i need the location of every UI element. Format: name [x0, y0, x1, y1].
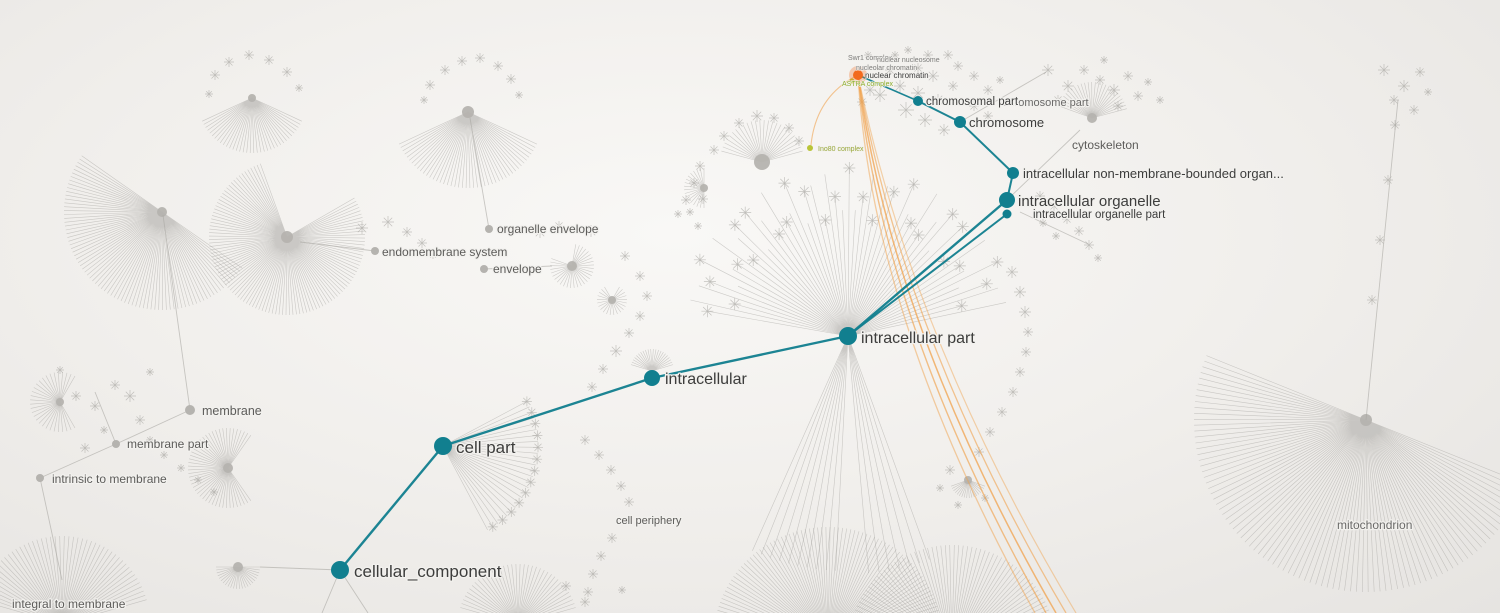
term-label: cytoskeleton [1072, 138, 1139, 152]
gray-fan-cluster [854, 544, 1050, 613]
node-label-chromosomal_part: chromosomal part [926, 96, 1019, 108]
term-label: Ino80 complex [818, 146, 864, 153]
gray-fan-cluster [202, 97, 302, 154]
gray-cluster-node [700, 184, 708, 192]
highlighted-path-edge [917, 100, 961, 123]
gray-fan-cluster [460, 563, 576, 613]
highlighted-path-edge [442, 376, 653, 448]
term-label: ASTRA complex [842, 81, 893, 88]
graph-node-intracellular_organelle_part[interactable] [1002, 209, 1012, 219]
gray-fan-cluster [398, 111, 538, 189]
lime-highlight-node[interactable] [807, 145, 813, 151]
highlighted-path-edge [847, 213, 1008, 337]
term-label: chromosome part [1003, 97, 1089, 109]
term-label: nuclear nucleosome [877, 57, 940, 64]
orange-association-edge [857, 74, 1036, 613]
gray-term-node[interactable] [36, 474, 44, 482]
gray-fan-cluster [30, 371, 76, 433]
node-label-cellular_component: cellular_component [354, 562, 502, 581]
highlighted-path-edge [857, 74, 919, 102]
gray-fan-cluster [208, 163, 366, 316]
gray-term-node[interactable] [185, 405, 195, 415]
gray-fan-cluster [847, 335, 930, 574]
gray-term-node[interactable] [480, 265, 488, 273]
graph-node-non_membrane[interactable] [1007, 167, 1019, 179]
graph-node-chromosomal_part[interactable] [913, 96, 923, 106]
gray-cluster-node [281, 231, 293, 243]
asterisk-term-glyphs [56, 46, 1432, 607]
gray-cluster-node [754, 154, 770, 170]
gray-cluster-node [1087, 113, 1097, 123]
gray-cluster-node [157, 207, 167, 217]
term-label: endomembrane system [382, 245, 507, 259]
gray-fan-cluster [752, 335, 849, 571]
gray-fan-cluster [1058, 81, 1127, 119]
orange-association-edge [857, 74, 1057, 613]
gray-fan-cluster [216, 566, 260, 589]
gray-cluster-node [248, 94, 256, 102]
gray-edges [39, 71, 1399, 613]
gray-cluster-node [233, 562, 243, 572]
highlighted-path-edge [847, 199, 1008, 337]
gray-fan-cluster [0, 535, 147, 613]
graph-node-nuclear_chromatin[interactable] [853, 70, 863, 80]
term-label: mitochondrion [1337, 518, 1412, 532]
term-label: envelope [493, 262, 542, 276]
node-label-nuclear_chromatin: nuclear chromatin [865, 71, 929, 80]
gray-fan-cluster [187, 427, 252, 509]
term-label: cell periphery [616, 515, 682, 527]
gray-fan-cluster [1193, 355, 1500, 593]
highlighted-path-edge [959, 121, 1014, 174]
gray-term-node[interactable] [371, 247, 379, 255]
term-label: integral to membrane [12, 597, 126, 611]
node-label-non_membrane: intracellular non-membrane-bounded organ… [1023, 166, 1284, 181]
term-label: Swr1 complex [848, 55, 892, 62]
graph-node-intracellular_organelle[interactable] [999, 192, 1015, 208]
gray-fan-cluster [63, 155, 243, 311]
term-label: membrane part [127, 437, 209, 451]
gray-term-node[interactable] [485, 225, 493, 233]
gray-fan-cluster [630, 348, 674, 372]
gray-cluster-node [608, 296, 616, 304]
gray-cluster-node [567, 261, 577, 271]
gray-cluster-node [223, 463, 233, 473]
node-label-chromosome: chromosome [969, 115, 1044, 130]
gray-term-node[interactable] [112, 440, 120, 448]
gray-fan-cluster [549, 244, 595, 289]
node-label-intracellular_part: intracellular part [861, 330, 975, 347]
term-label: intrinsic to membrane [52, 472, 167, 486]
gray-fan-cluster [721, 120, 803, 163]
term-label: membrane [202, 404, 262, 418]
orange-association-edge [857, 74, 1067, 613]
graph-node-intracellular[interactable] [644, 370, 660, 386]
gray-fan-cluster [596, 286, 628, 315]
term-label: nucleolar chromatin [856, 65, 917, 72]
term-label: organelle envelope [497, 222, 599, 236]
graph-node-cell_part[interactable] [434, 437, 452, 455]
highlighted-path-edge [651, 334, 849, 380]
node-label-intracellular_organelle: intracellular organelle [1018, 193, 1161, 210]
orange-association-edge [810, 74, 859, 146]
gray-cluster-node [56, 398, 64, 406]
lime-highlight-node[interactable] [849, 78, 855, 84]
node-label-intracellular_organelle_part: intracellular organelle part [1033, 209, 1166, 221]
gray-fan-cluster [442, 401, 539, 531]
orange-association-edge [857, 74, 1047, 613]
orange-association-edge [857, 74, 1077, 613]
highlighted-path-edge [339, 445, 444, 571]
graph-node-intracellular_part[interactable] [839, 327, 857, 345]
graph-node-cellular_component[interactable] [331, 561, 349, 579]
node-label-intracellular: intracellular [665, 371, 747, 388]
node-label-cell_part: cell part [456, 438, 516, 457]
graph-node-chromosome[interactable] [954, 116, 966, 128]
gray-cluster-node [462, 106, 474, 118]
